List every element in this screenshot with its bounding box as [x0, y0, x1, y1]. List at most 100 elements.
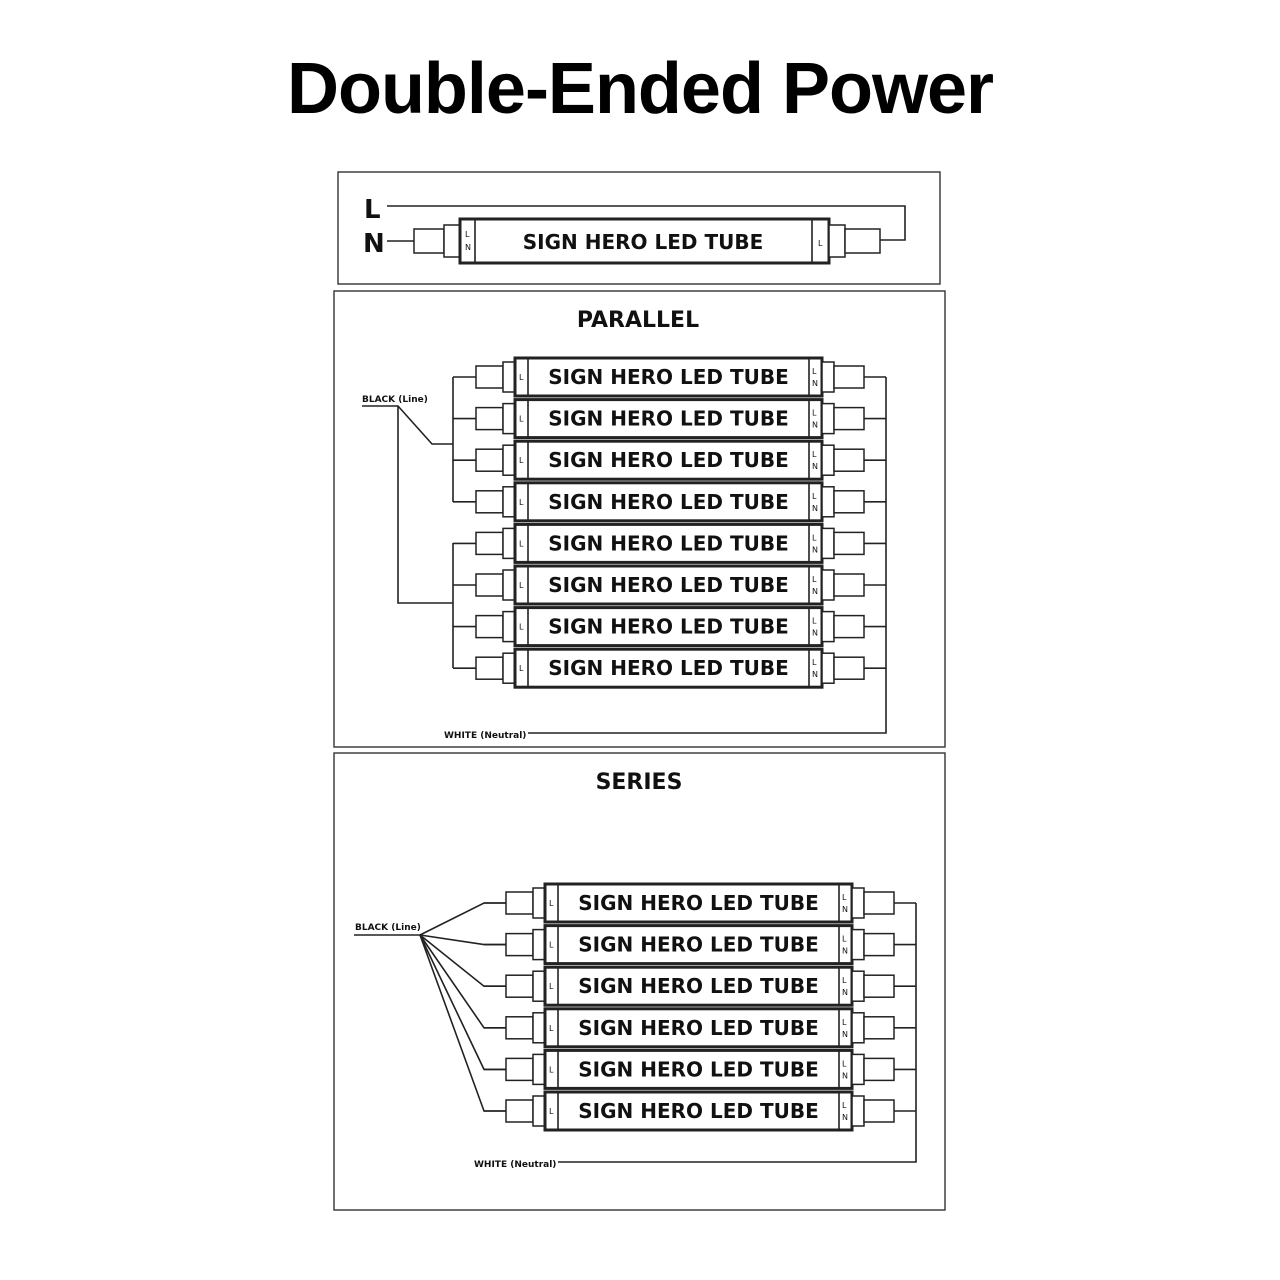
- parallel-left-connector: [475, 656, 504, 680]
- parallel-left-pin-l: L: [519, 539, 524, 548]
- series-right-connector: [863, 1099, 895, 1123]
- parallel-right-cap: [821, 444, 835, 476]
- series-right-pin-n: N: [842, 988, 848, 997]
- single-left-pin-l: L: [465, 230, 470, 239]
- series-tube-label: SIGN HERO LED TUBE: [578, 933, 819, 957]
- series-right-pin-l: L: [842, 893, 847, 902]
- parallel-right-pin-n: N: [812, 629, 818, 638]
- series-neutral-wire-label: WHITE (Neutral): [474, 1160, 556, 1170]
- parallel-right-connector: [833, 531, 865, 556]
- parallel-tube-body: [513, 398, 824, 440]
- series-tube-label: SIGN HERO LED TUBE: [578, 974, 819, 998]
- series-tube-label: SIGN HERO LED TUBE: [578, 1057, 819, 1081]
- series-right-pin-n: N: [842, 947, 848, 956]
- parallel-left-cap: [502, 610, 516, 643]
- parallel-tube-label: SIGN HERO LED TUBE: [548, 448, 789, 472]
- parallel-tube-label: SIGN HERO LED TUBE: [548, 407, 789, 431]
- parallel-right-connector: [833, 365, 865, 389]
- parallel-left-pin-l: L: [519, 456, 524, 465]
- series-left-cap: [532, 1012, 546, 1044]
- parallel-right-cap: [821, 527, 835, 560]
- parallel-right-pin-n: N: [812, 421, 818, 430]
- parallel-right-connector: [833, 614, 865, 639]
- series-left-cap: [532, 1053, 546, 1086]
- parallel-right-pin-l: L: [812, 617, 817, 626]
- parallel-left-cap: [502, 486, 516, 518]
- parallel-right-pin-l: L: [812, 575, 817, 584]
- series-right-pin-l: L: [842, 1059, 847, 1068]
- neutral-terminal-label: N: [363, 229, 385, 259]
- single-right-connector: [844, 228, 881, 254]
- parallel-left-connector: [475, 406, 504, 431]
- series-fan-wire: [419, 934, 506, 1071]
- single-tube-label: SIGN HERO LED TUBE: [523, 230, 764, 254]
- series-left-cap: [532, 970, 546, 1002]
- series-left-connector: [505, 932, 534, 957]
- series-fan-wire: [419, 902, 506, 936]
- parallel-right-cap: [821, 402, 835, 435]
- parallel-right-pin-l: L: [812, 450, 817, 459]
- series-right-pin-n: N: [842, 1071, 848, 1080]
- page-title: Double-Ended Power: [286, 49, 994, 129]
- series-left-pin-l: L: [549, 1107, 554, 1116]
- series-tube-body: [543, 1090, 854, 1132]
- series-right-bus: [558, 903, 917, 1163]
- single-left-pin-n: N: [465, 243, 471, 252]
- series-fan-wire: [419, 934, 506, 946]
- parallel-tube-body: [513, 522, 824, 564]
- parallel-panel-border: [333, 290, 946, 748]
- parallel-tube-label: SIGN HERO LED TUBE: [548, 656, 789, 680]
- single-line-wire: [387, 205, 906, 241]
- series-right-connector: [863, 891, 895, 915]
- series-right-pin-l: L: [842, 1101, 847, 1110]
- parallel-tube-label: SIGN HERO LED TUBE: [548, 490, 789, 514]
- series-tube-body: [543, 882, 854, 924]
- parallel-left-connector: [475, 531, 504, 556]
- parallel-tube-label: SIGN HERO LED TUBE: [548, 531, 789, 555]
- series-left-pin-l: L: [549, 1024, 554, 1033]
- parallel-left-pin-l: L: [519, 664, 524, 673]
- parallel-right-connector: [833, 406, 865, 431]
- series-right-pin-n: N: [842, 905, 848, 914]
- parallel-right-cap: [821, 361, 835, 393]
- series-tube-label: SIGN HERO LED TUBE: [578, 1016, 819, 1040]
- parallel-right-bus: [528, 377, 887, 734]
- series-panel: SERIES BLACK (Line) WHITE (Neutral) LLNS…: [333, 752, 946, 1211]
- parallel-right-cap: [821, 610, 835, 643]
- parallel-panel: PARALLEL BLACK (Line) WHITE (Neutral) LL…: [333, 290, 946, 748]
- series-left-pin-l: L: [549, 1065, 554, 1074]
- series-right-pin-l: L: [842, 935, 847, 944]
- series-right-connector: [863, 1016, 895, 1040]
- parallel-left-cap: [502, 402, 516, 435]
- parallel-left-cap: [502, 652, 516, 684]
- parallel-tube-label: SIGN HERO LED TUBE: [548, 365, 789, 389]
- parallel-left-pin-l: L: [519, 498, 524, 507]
- series-tube-body: [543, 965, 854, 1007]
- single-left-connector: [413, 228, 445, 254]
- parallel-right-pin-n: N: [812, 670, 818, 679]
- series-right-connector: [863, 1057, 895, 1082]
- parallel-left-pin-l: L: [519, 415, 524, 424]
- parallel-right-cap: [821, 652, 835, 684]
- parallel-left-connector: [475, 365, 504, 389]
- parallel-right-cap: [821, 569, 835, 601]
- parallel-right-connector: [833, 573, 865, 597]
- single-right-pin-l: L: [818, 239, 823, 248]
- series-title: SERIES: [596, 770, 683, 795]
- parallel-right-connector: [833, 448, 865, 472]
- parallel-right-pin-n: N: [812, 504, 818, 513]
- parallel-tube-body: [513, 356, 824, 398]
- parallel-right-connector: [833, 490, 865, 514]
- parallel-line-wire-label: BLACK (Line): [362, 395, 428, 405]
- parallel-left-pin-l: L: [519, 373, 524, 382]
